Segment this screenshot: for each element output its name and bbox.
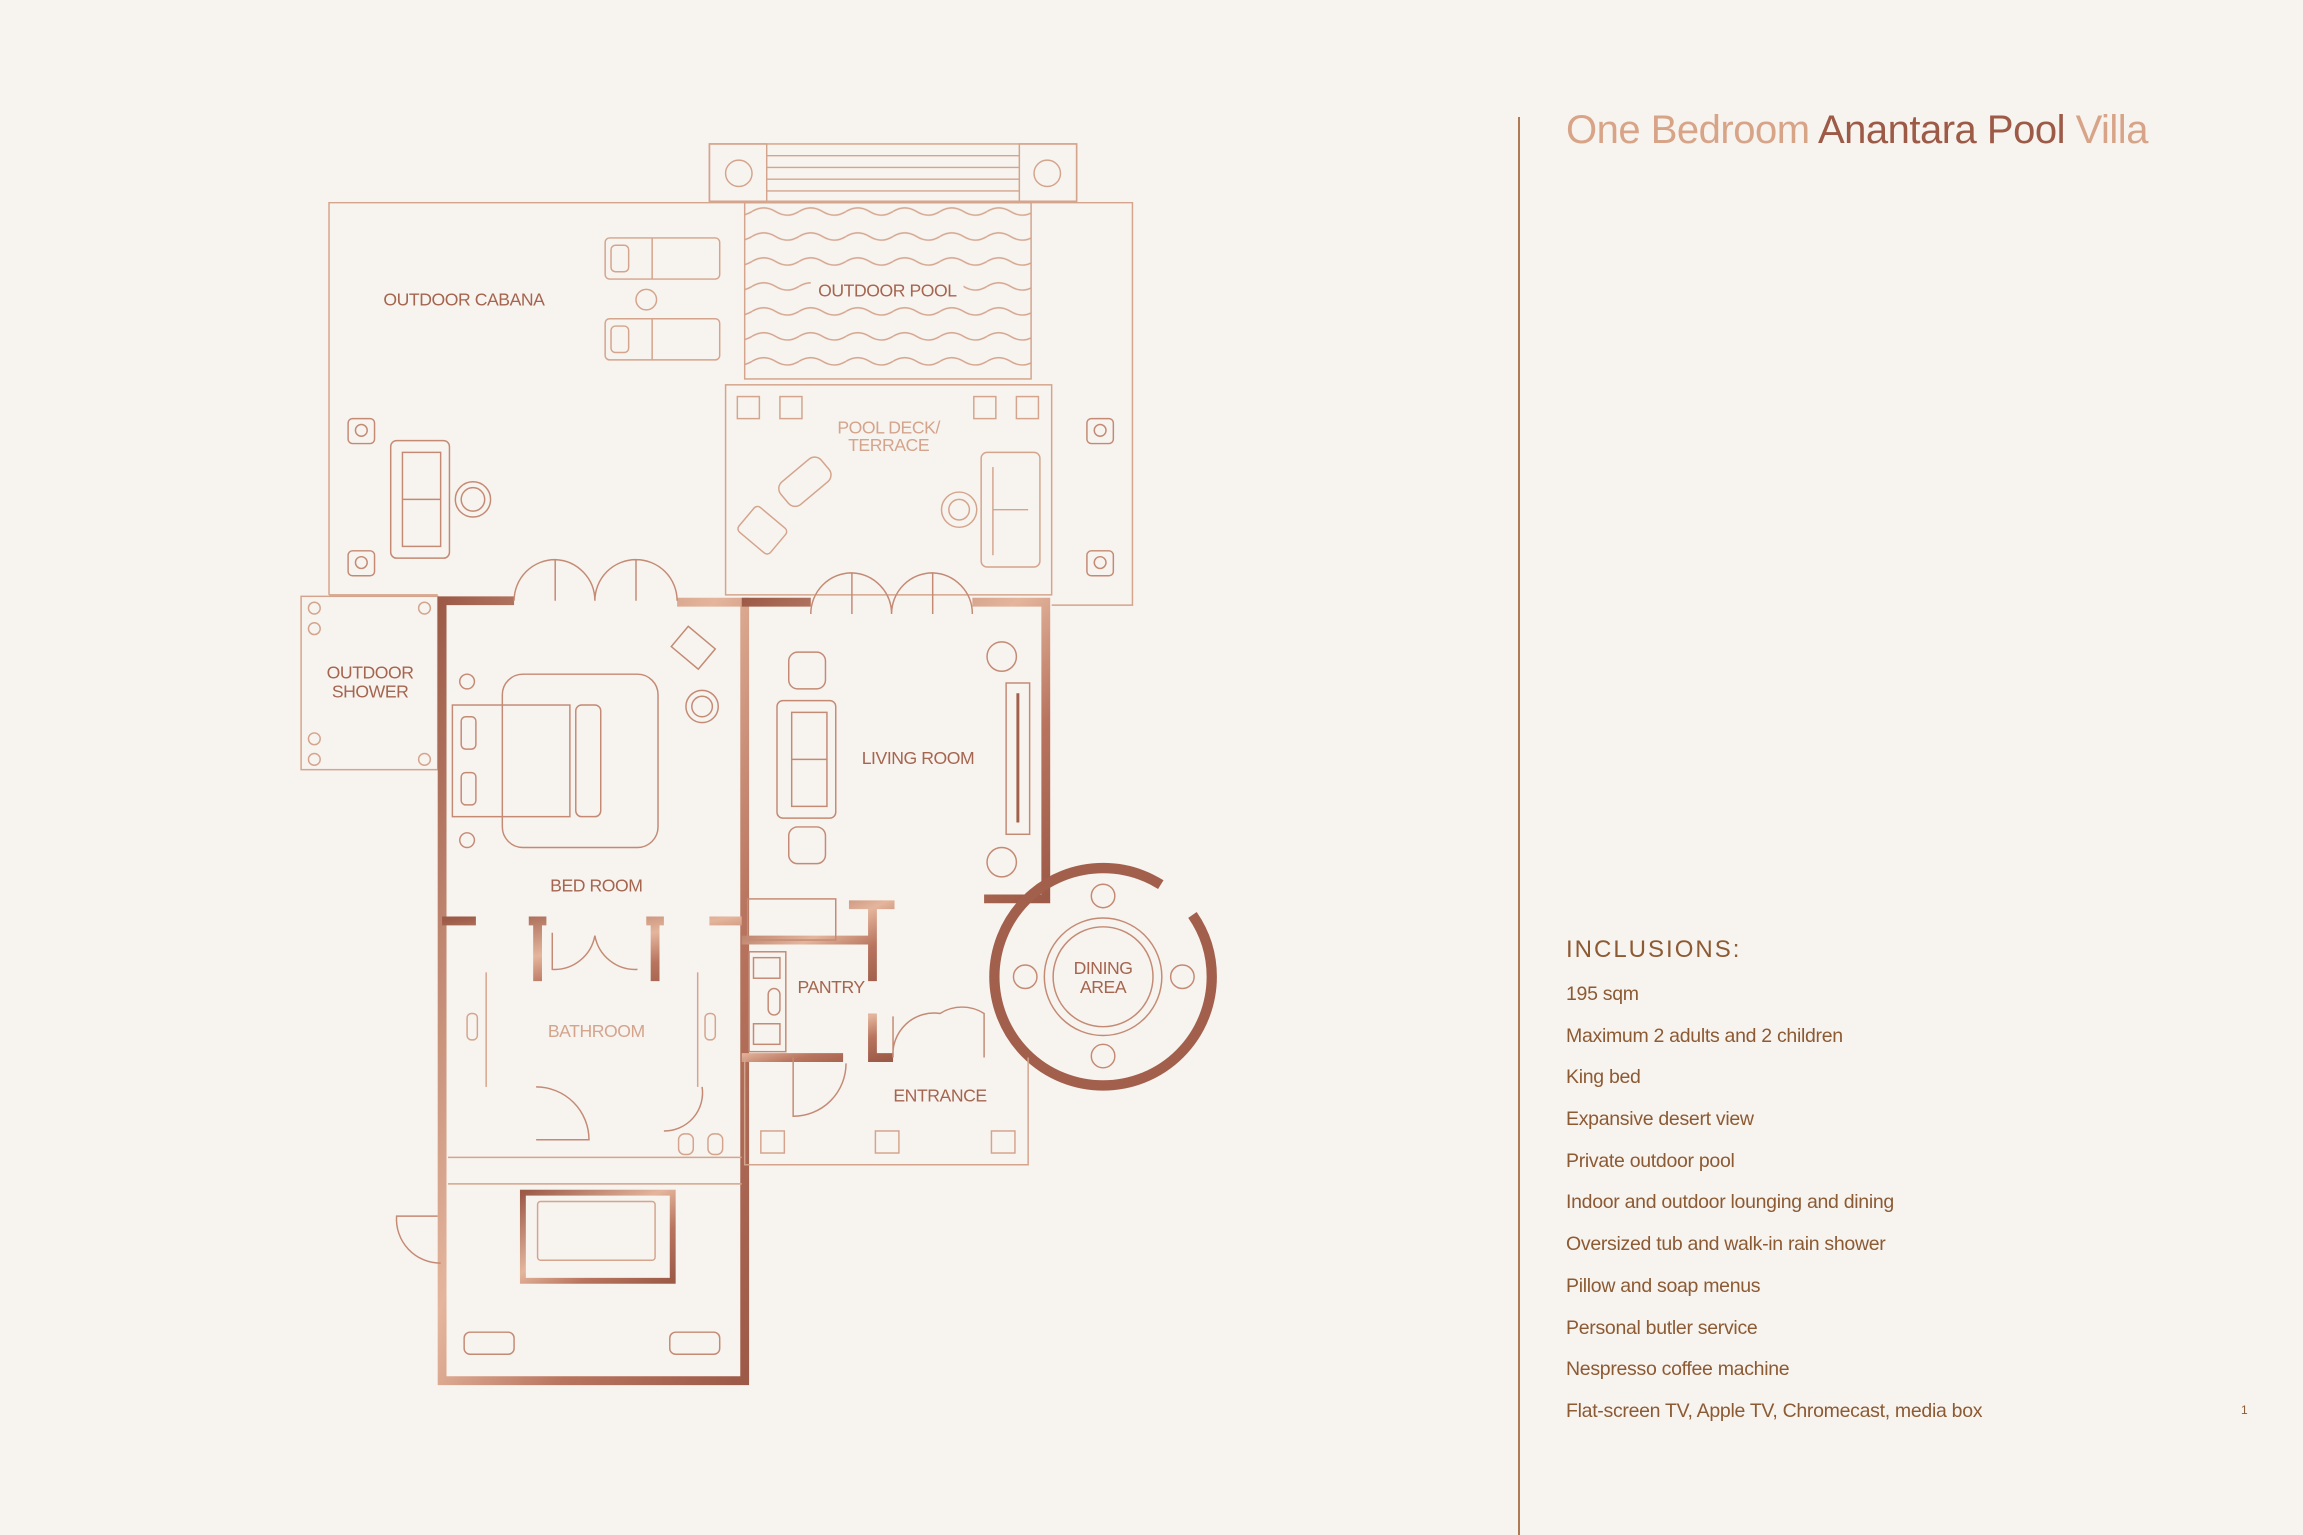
- label-pool-deck: POOL DECK/: [837, 417, 940, 437]
- pool-deck: [724, 384, 1053, 596]
- list-item: Personal butler service: [1566, 1316, 1758, 1339]
- label-outdoor-shower: OUTDOOR: [327, 663, 414, 683]
- title-part-3: Villa: [2075, 108, 2149, 152]
- list-item: Maximum 2 adults and 2 children: [1566, 1024, 1843, 1047]
- label-shower: SHOWER: [332, 682, 409, 702]
- label-dining-area: AREA: [1080, 977, 1127, 997]
- pantry-counter: [748, 951, 787, 1053]
- label-living-room: LIVING ROOM: [862, 748, 975, 768]
- label-dining: DINING: [1074, 958, 1133, 978]
- list-item: King bed: [1566, 1066, 1641, 1089]
- title-part-2: Anantara Pool: [1817, 108, 2066, 152]
- vertical-divider: [1518, 117, 1520, 1535]
- list-item: Pillow and soap menus: [1566, 1274, 1761, 1297]
- list-item: 195 sqm: [1566, 983, 1639, 1005]
- living-room-furniture: [746, 641, 1031, 941]
- list-item: Oversized tub and walk-in rain shower: [1566, 1233, 1886, 1256]
- pool-bench: [708, 143, 1078, 202]
- list-item: Flat-screen TV, Apple TV, Chromecast, me…: [1566, 1399, 1983, 1422]
- list-item: Indoor and outdoor lounging and dining: [1566, 1191, 1894, 1214]
- label-terrace: TERRACE: [848, 435, 929, 455]
- list-item: Private outdoor pool: [1566, 1149, 1735, 1172]
- sun-loungers: [604, 237, 721, 361]
- label-entrance: ENTRANCE: [893, 1086, 986, 1106]
- label-pantry: PANTRY: [798, 977, 866, 997]
- label-bed-room: BED ROOM: [550, 876, 642, 896]
- cabana-sofa: [347, 417, 1115, 577]
- entrance-area: [743, 1057, 1029, 1166]
- list-item: Nespresso coffee machine: [1566, 1358, 1790, 1381]
- walls: [437, 596, 1217, 1386]
- label-bathroom: BATHROOM: [548, 1021, 645, 1041]
- outdoor-area-outline: [328, 201, 1134, 606]
- doors: [395, 558, 985, 1264]
- page-title: One Bedroom Anantara Pool Villa: [1566, 108, 2148, 153]
- list-item: Expansive desert view: [1566, 1108, 1754, 1131]
- dining-table: [1012, 883, 1195, 1069]
- bathroom-fixtures: [447, 972, 742, 1355]
- inclusions-list: 195 sqm Maximum 2 adults and 2 children …: [1566, 980, 1983, 1439]
- page-number: 1: [2241, 1403, 2248, 1417]
- title-part-1: One Bedroom: [1566, 108, 1810, 152]
- bed: [451, 625, 719, 849]
- label-outdoor-pool: OUTDOOR POOL: [818, 281, 957, 301]
- inclusions-heading: INCLUSIONS:: [1566, 936, 1742, 963]
- label-outdoor-cabana: OUTDOOR CABANA: [383, 290, 545, 310]
